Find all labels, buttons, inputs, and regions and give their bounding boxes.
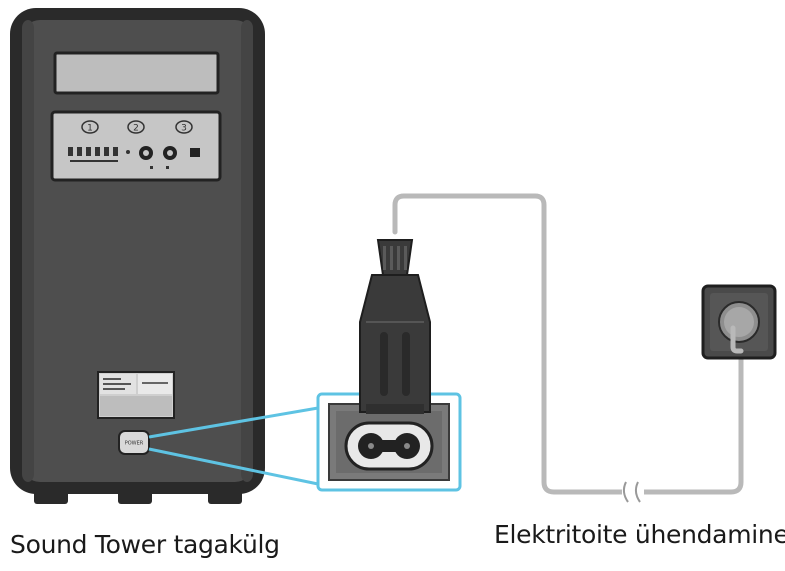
input-marker-3-label: 3 — [181, 124, 187, 134]
rating-label — [97, 371, 175, 419]
wall-socket-icon — [701, 284, 777, 360]
handle-slot — [53, 51, 220, 95]
input-marker-1: 1 — [81, 120, 99, 134]
power-cable — [392, 193, 744, 495]
plug-ribs — [383, 246, 407, 270]
connector-panel-plate — [50, 110, 222, 182]
usb-port — [190, 148, 200, 157]
speaker-power-port — [118, 430, 150, 455]
connector-panel: 1 2 3 — [50, 110, 222, 182]
connector-ports-row — [68, 146, 200, 169]
input-marker-2: 2 — [127, 120, 145, 134]
cable-break-icon — [622, 481, 644, 503]
speaker-back-caption: Sound Tower tagakülg — [10, 530, 280, 559]
highlight-line-top — [148, 406, 319, 439]
speaker-power-port-label: POWER — [125, 441, 144, 447]
figure-8-socket — [344, 421, 434, 471]
power-connection-caption: Elektritoite ühendamine — [494, 520, 785, 549]
input-marker-3: 3 — [175, 120, 193, 134]
zoomed-inlet-panel — [316, 392, 462, 492]
plug-body — [359, 274, 431, 413]
figure-8-power-plug-icon — [359, 239, 431, 414]
highlight-line-bottom — [148, 447, 319, 486]
sound-tower-back: 1 2 3 — [10, 8, 265, 504]
speaker-side-shade-right — [241, 20, 253, 482]
speaker-side-shade-left — [22, 20, 34, 482]
input-marker-1-label: 1 — [87, 124, 93, 134]
input-marker-2-label: 2 — [133, 124, 139, 134]
highlight-callout — [148, 406, 319, 486]
